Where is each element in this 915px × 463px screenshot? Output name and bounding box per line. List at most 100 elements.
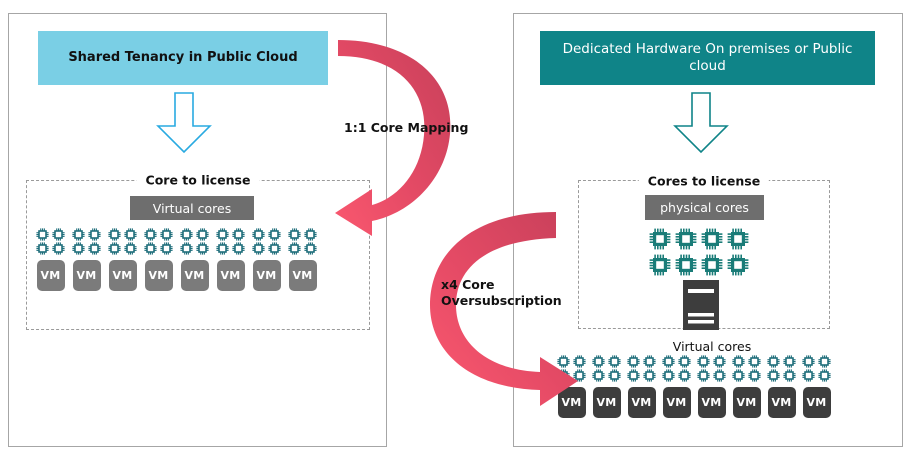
chip-core-icon (52, 242, 65, 255)
vm-box: VM (216, 260, 245, 291)
chip-core-icon (288, 242, 301, 255)
chip-core-icon (818, 369, 831, 382)
vm-core-quad (592, 355, 621, 382)
chip-core-icon (108, 242, 121, 255)
chip-core-icon (88, 242, 101, 255)
vm-unit: VM (180, 228, 209, 291)
vm-core-quad (288, 228, 317, 255)
chip-core-icon (36, 242, 49, 255)
vm-unit: VM (216, 228, 245, 291)
chip-core-icon (783, 355, 796, 368)
physical-cores-tag-right: physical cores (645, 195, 764, 220)
physical-cores-grid (649, 228, 749, 276)
vm-box: VM (697, 387, 726, 418)
vm-core-quad (557, 355, 586, 382)
vm-box: VM (592, 387, 621, 418)
chip-core-icon (713, 355, 726, 368)
chip-core-icon (732, 355, 745, 368)
chip-core-icon (573, 355, 586, 368)
virtual-cores-label-right: Virtual cores (672, 339, 752, 354)
chip-core-icon (144, 228, 157, 241)
chip-core-icon (643, 355, 656, 368)
chip-core-icon (160, 242, 173, 255)
chip-core-icon (662, 369, 675, 382)
left-panel-banner: Shared Tenancy in Public Cloud (38, 31, 328, 85)
vm-unit: VM (662, 355, 691, 418)
chip-core-icon (216, 242, 229, 255)
chip-core-icon (144, 242, 157, 255)
physical-chip-icon (727, 254, 749, 276)
chip-core-icon (304, 228, 317, 241)
physical-chip-icon (701, 254, 723, 276)
right-panel-banner: Dedicated Hardware On premises or Public… (540, 31, 875, 85)
vm-box: VM (180, 260, 209, 291)
chip-core-icon (232, 228, 245, 241)
chip-core-icon (627, 355, 640, 368)
chip-core-icon (678, 355, 691, 368)
vm-unit: VM (767, 355, 796, 418)
vm-box: VM (144, 260, 173, 291)
chip-core-icon (662, 355, 675, 368)
vm-box: VM (767, 387, 796, 418)
physical-chip-icon (675, 228, 697, 250)
chip-core-icon (557, 355, 570, 368)
chip-core-icon (608, 369, 621, 382)
chip-core-icon (216, 228, 229, 241)
chip-core-icon (748, 369, 761, 382)
vm-unit: VM (36, 228, 65, 291)
chip-core-icon (592, 369, 605, 382)
vm-unit: VM (557, 355, 586, 418)
chip-core-icon (124, 228, 137, 241)
vm-unit: VM (732, 355, 761, 418)
vm-unit: VM (144, 228, 173, 291)
vm-core-quad (36, 228, 65, 255)
chip-core-icon (180, 242, 193, 255)
chip-core-icon (573, 369, 586, 382)
chip-core-icon (52, 228, 65, 241)
chip-core-icon (818, 355, 831, 368)
chip-core-icon (196, 242, 209, 255)
vm-unit: VM (108, 228, 137, 291)
chip-core-icon (36, 228, 49, 241)
vm-core-quad (72, 228, 101, 255)
vm-unit: VM (252, 228, 281, 291)
chip-core-icon (180, 228, 193, 241)
chip-core-icon (748, 355, 761, 368)
chip-core-icon (304, 242, 317, 255)
chip-core-icon (608, 355, 621, 368)
physical-chip-icon (649, 228, 671, 250)
license-label-right: Cores to license (638, 173, 770, 189)
chip-core-icon (767, 355, 780, 368)
vm-box: VM (627, 387, 656, 418)
vm-unit: VM (592, 355, 621, 418)
vm-box: VM (802, 387, 831, 418)
vm-unit: VM (288, 228, 317, 291)
vm-core-quad (144, 228, 173, 255)
down-arrow-icon-right (672, 92, 730, 154)
vm-core-quad (108, 228, 137, 255)
chip-core-icon (268, 228, 281, 241)
chip-core-icon (732, 369, 745, 382)
vm-core-quad (802, 355, 831, 382)
vm-unit: VM (72, 228, 101, 291)
vm-unit: VM (802, 355, 831, 418)
vm-box: VM (662, 387, 691, 418)
physical-chip-icon (701, 228, 723, 250)
chip-core-icon (767, 369, 780, 382)
license-label-left: Core to license (136, 172, 260, 188)
vm-unit: VM (627, 355, 656, 418)
vm-core-quad (732, 355, 761, 382)
vm-core-quad (662, 355, 691, 382)
chip-core-icon (124, 242, 137, 255)
chip-core-icon (232, 242, 245, 255)
vm-core-quad (697, 355, 726, 382)
chip-core-icon (697, 355, 710, 368)
chip-core-icon (160, 228, 173, 241)
chip-core-icon (288, 228, 301, 241)
chip-core-icon (592, 355, 605, 368)
vm-core-quad (627, 355, 656, 382)
chip-core-icon (697, 369, 710, 382)
